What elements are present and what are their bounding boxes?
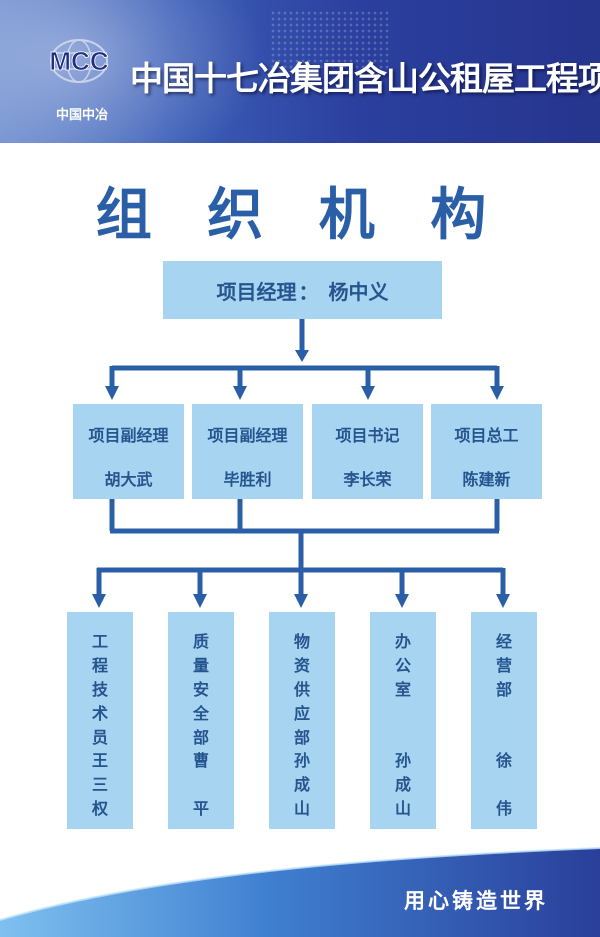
dept-name-technician: 王三权 [91,751,108,818]
arrowhead-mid-4 [490,386,504,400]
header-banner: MCC 中国中冶 中国十七冶集团含山公租屋工程项目经理部 [0,0,600,143]
secretary-role: 项目书记 [335,426,400,445]
logo-subtitle: 中国中冶 [55,108,108,123]
arrowhead-mid-3 [361,386,375,400]
dept-box-technician: 工程技术员 王三权 [67,612,133,829]
deputy-role-1: 项目副经理 [88,426,169,445]
dept-role-materials: 物资供应部 [293,632,310,747]
deputy-box-1: 项目副经理 胡大武 [73,404,184,499]
project-manager-name: 杨中义 [328,279,389,304]
arrowhead-bot-1 [92,594,106,608]
banner-pixel-pattern [270,10,390,70]
mcc-logo: MCC [49,39,109,83]
arrowhead-bot-2 [193,594,207,608]
project-manager-role: 项目经理 [216,279,297,304]
dept-box-quality-safety: 质量安全部 曹平 [168,612,234,829]
logo-text: MCC [49,46,108,76]
project-manager-box: 项目经理： 杨中义 [163,261,442,319]
deputy-box-2: 项目副经理 毕胜利 [192,404,303,499]
arrowhead-bot-4 [395,594,409,608]
dept-name-quality-safety: 曹平 [192,751,209,818]
dept-box-office: 办公室 孙成山 [370,612,436,829]
footer-wave [0,847,600,937]
secretary-box: 项目书记 李长荣 [312,404,423,499]
deputy-name-2: 毕胜利 [223,470,272,489]
dept-box-materials: 物资供应部 孙成山 [269,612,335,829]
arrowhead-mid-2 [233,386,247,400]
project-manager-separator: ： [298,279,319,304]
dept-role-office: 办公室 [394,632,411,699]
dept-box-business: 经营部 徐伟 [471,612,537,829]
page-heading: 组 织 机 构 [95,183,505,248]
chief-engineer-box: 项目总工 陈建新 [431,404,542,499]
arrowhead-top [295,350,309,362]
dept-name-business: 徐伟 [495,751,512,818]
chief-engineer-role: 项目总工 [454,426,519,445]
dept-role-business: 经营部 [495,632,512,699]
chief-engineer-name: 陈建新 [462,470,511,489]
arrowhead-mid-1 [105,386,119,400]
secretary-name: 李长荣 [343,470,392,489]
deputy-name-1: 胡大武 [104,470,153,489]
banner-title: 中国十七冶集团含山公租屋工程项目经理部 [130,59,600,98]
dept-name-office: 孙成山 [394,751,411,818]
arrowhead-bot-3 [294,594,308,608]
footer-slogan: 用心铸造世界 [404,888,548,913]
deputy-role-2: 项目副经理 [207,426,288,445]
dept-role-quality-safety: 质量安全部 [192,632,209,747]
dept-role-technician: 工程技术员 [91,632,108,747]
banner-sheen [0,0,280,143]
dept-name-materials: 孙成山 [293,751,310,818]
arrowhead-bot-5 [496,594,510,608]
